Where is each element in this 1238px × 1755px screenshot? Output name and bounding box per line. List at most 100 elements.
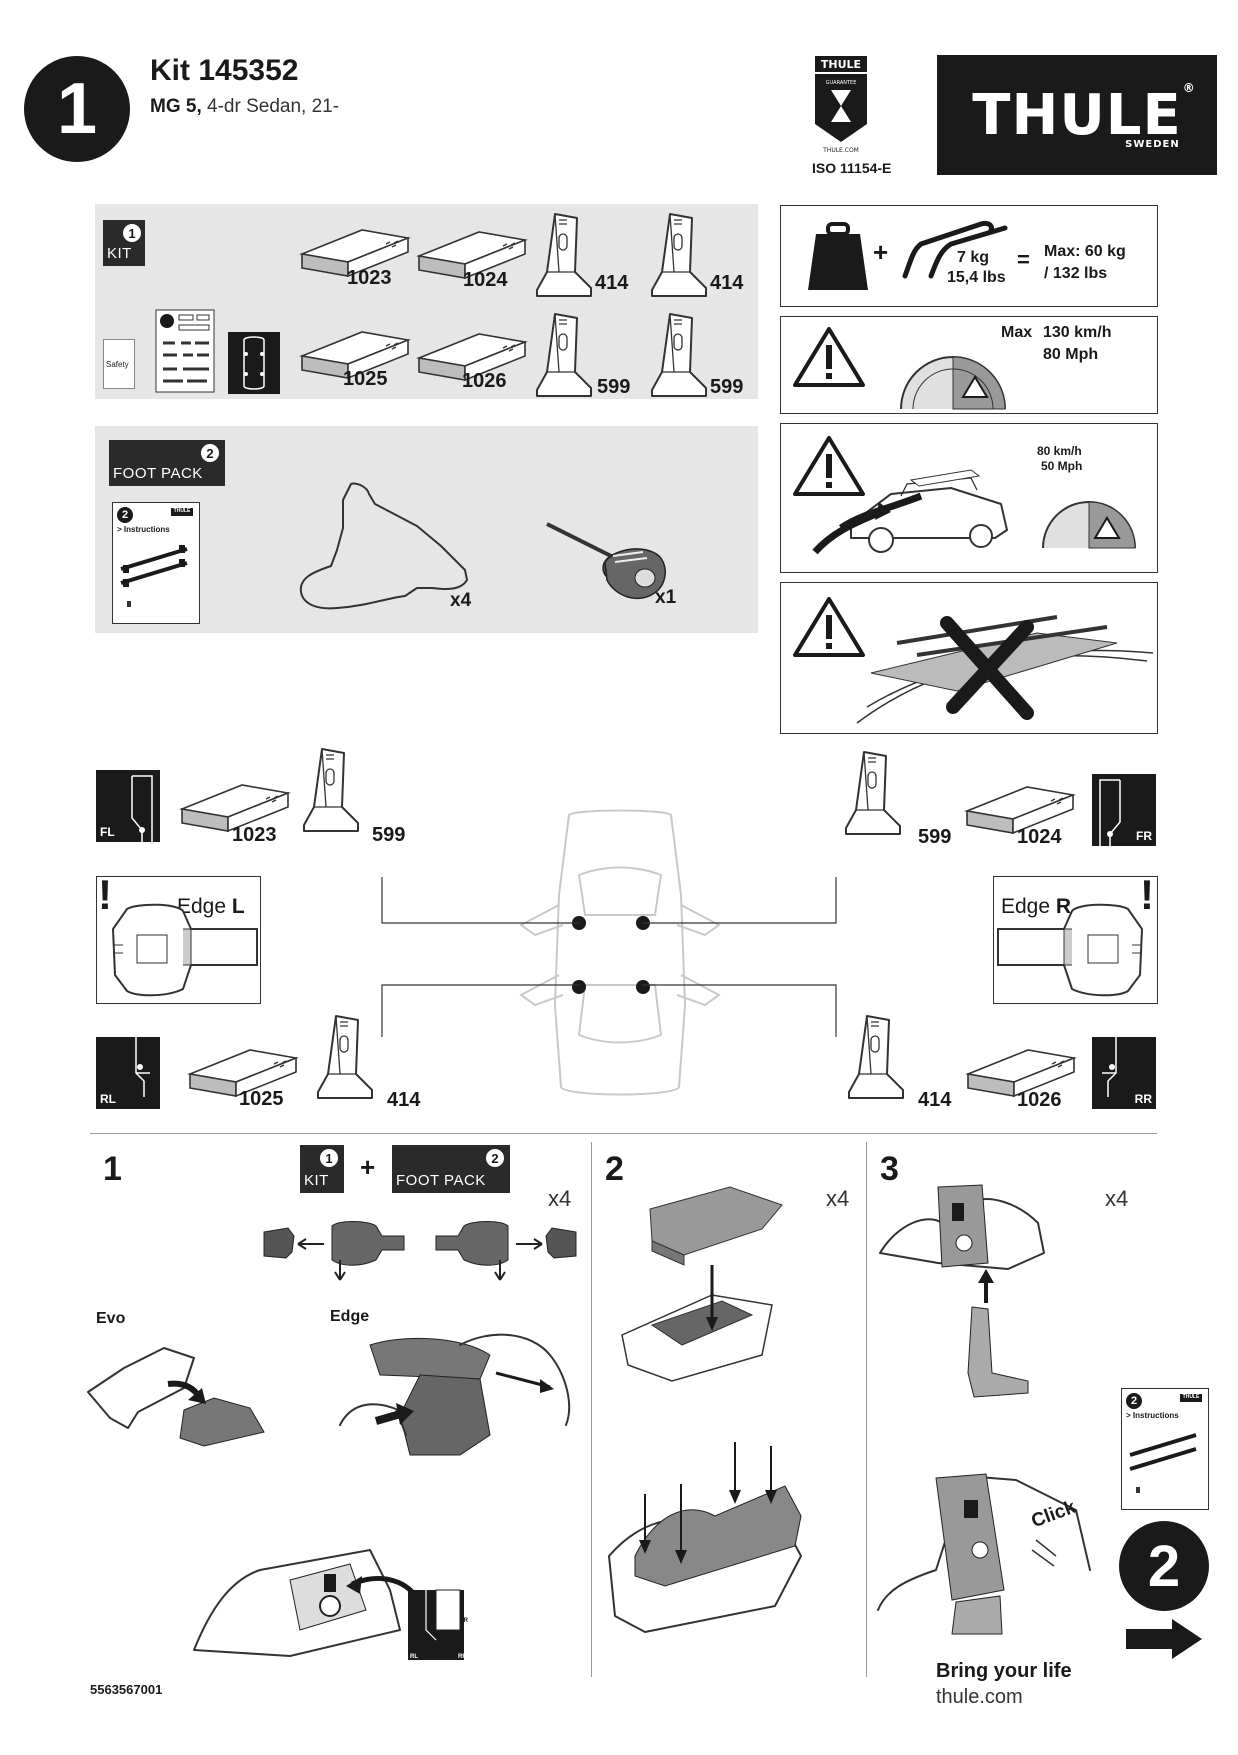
loaded-speed-mph: 50 Mph <box>1041 459 1083 473</box>
step-3-booklet: 2 THULE > Instructions <box>1121 1388 1209 1510</box>
thule-logo: THULE®SWEDEN <box>937 55 1217 175</box>
edge-right-foot-icon <box>997 903 1144 997</box>
loaded-speed-box: 80 km/h 50 Mph <box>780 423 1158 573</box>
position-rl-tile: RL <box>96 1037 160 1109</box>
edge-left-letter: L <box>231 895 245 918</box>
loaded-car-icon <box>812 469 1008 555</box>
step-2-number: 2 <box>605 1150 624 1188</box>
guarantee-badge-icon: THULE GUARANTEE THULE.COM <box>813 54 869 154</box>
document-number: 5563567001 <box>90 1682 163 1697</box>
edge-label: Edge <box>330 1308 370 1325</box>
instruction-booklet: 2 THULE > Instructions <box>112 502 200 624</box>
step-3-booklet-brand: THULE <box>1180 1394 1202 1402</box>
position-rr-tile: RR <box>1092 1037 1156 1109</box>
step-3-booklet-label: > Instructions <box>1126 1411 1179 1420</box>
foot-414-icon-b <box>651 213 707 297</box>
edge-foot-install-icon <box>339 1333 571 1456</box>
iso-standard: ISO 11154-E <box>812 160 892 176</box>
plus-sign: + <box>873 237 889 267</box>
guarantee-text: GUARANTEE <box>826 80 857 86</box>
instruction-sheet-icon <box>155 309 215 393</box>
edge-left-label: Edge L <box>177 895 245 919</box>
foot-qty: x4 <box>450 590 472 611</box>
foot-599-label-b: 599 <box>710 376 744 398</box>
max-load: Max: 60 kg <box>1044 243 1126 260</box>
speedometer-icon <box>900 356 1006 410</box>
foot-599-label-a: 599 <box>597 376 631 398</box>
step-1-kit-number: 1 <box>320 1149 338 1167</box>
booklet-number: 2 <box>117 507 133 523</box>
fl-pad-label: 1023 <box>232 824 277 846</box>
guarantee-brand: THULE <box>821 58 861 71</box>
check-tile-rr: RR <box>458 1654 467 1660</box>
check-tile-fr: FR <box>460 1618 468 1624</box>
edge-foot-outline-icon <box>299 482 468 610</box>
loaded-speed-kmh: 80 km/h <box>1037 444 1082 458</box>
foot-pack-box-number: 2 <box>201 444 219 462</box>
torque-tool-icon <box>546 522 666 600</box>
step-1-foot-pack-icon: 2 FOOT PACK <box>392 1145 510 1193</box>
rr-foot-icon <box>848 1015 904 1099</box>
check-tile-rl: RL <box>410 1654 418 1660</box>
bars-weight-lbs: 15,4 lbs <box>947 269 1006 286</box>
foot-position-check-icon <box>193 1549 464 1660</box>
step-3-qty: x4 <box>1105 1186 1129 1211</box>
tool-qty: x1 <box>655 587 677 608</box>
position-rr-code: RR <box>1134 1092 1152 1106</box>
position-fr-code: FR <box>1136 829 1152 843</box>
sunroof-warning-box <box>780 582 1158 734</box>
kit-box-number: 1 <box>123 224 141 242</box>
step-1-pack-number: 2 <box>486 1149 504 1167</box>
press-pad-icon <box>608 1442 802 1633</box>
position-fl-tile: FL <box>96 770 160 842</box>
weight-icon <box>808 222 868 290</box>
foot-assembly-icon <box>263 1221 577 1281</box>
step-3-booklet-number: 2 <box>1126 1393 1142 1409</box>
click-foot-icon <box>877 1473 1091 1635</box>
logo-sub: SWEDEN <box>1125 138 1180 150</box>
booklet-label: > Instructions <box>117 525 170 534</box>
pad-1023-icon <box>299 229 411 278</box>
max-speed-kmh: 130 km/h <box>1043 324 1112 341</box>
step-number-badge: 1 <box>24 56 130 162</box>
foot-pack-box-icon: 2 FOOT PACK <box>109 440 225 486</box>
rr-foot-label: 414 <box>918 1089 952 1111</box>
foot-pack-box-label: FOOT PACK <box>113 465 203 482</box>
evo-foot-install-icon <box>87 1347 265 1447</box>
rr-pad-label: 1026 <box>1017 1089 1062 1111</box>
step-1-kit-box-icon: 1 KIT <box>300 1145 344 1193</box>
logo-reg: ® <box>1182 80 1196 95</box>
step-1-number: 1 <box>103 1150 122 1188</box>
step-1-plus: + <box>360 1152 376 1182</box>
fr-foot-icon <box>845 751 901 835</box>
foot-414-label-a: 414 <box>595 272 629 294</box>
pad-on-foot-icon <box>621 1186 783 1382</box>
edge-right-label: Edge R <box>1001 895 1071 919</box>
pad-1025-label: 1025 <box>343 368 388 390</box>
sunroof-no-icon <box>856 615 1154 724</box>
kit-title: Kit 145352 <box>150 54 299 87</box>
vehicle-model: MG 5, 4-dr Sedan, 21- <box>150 96 339 118</box>
fl-foot-label: 599 <box>372 824 406 846</box>
next-page-number: 2 <box>1119 1521 1209 1611</box>
edge-right-word: Edge <box>1001 895 1056 918</box>
speed-limit-box: Max 130 km/h 80 Mph <box>780 316 1158 414</box>
edge-right-box: ! Edge R <box>993 871 1158 1004</box>
pad-1024-label: 1024 <box>463 269 508 291</box>
car-position-sheet-icon <box>228 332 280 394</box>
booklet-brand: THULE <box>171 508 193 516</box>
pad-1023-label: 1023 <box>347 267 392 289</box>
position-connector-lines <box>381 877 837 1037</box>
speedometer-icon-2 <box>1042 501 1136 549</box>
tagline: Bring your life <box>936 1660 1072 1682</box>
vehicle-model-detail: 4-dr Sedan, 21- <box>201 96 340 117</box>
foot-414-icon <box>536 213 592 297</box>
step-divider-2 <box>866 1142 867 1677</box>
next-arrow-icon <box>1126 1619 1202 1659</box>
foot-414-label-b: 414 <box>710 272 744 294</box>
rl-foot-icon <box>317 1015 373 1099</box>
max-speed-mph: 80 Mph <box>1043 346 1099 363</box>
edge-left-word: Edge <box>177 895 232 918</box>
foot-599-icon <box>536 313 592 397</box>
safety-label: Safety <box>106 360 129 369</box>
